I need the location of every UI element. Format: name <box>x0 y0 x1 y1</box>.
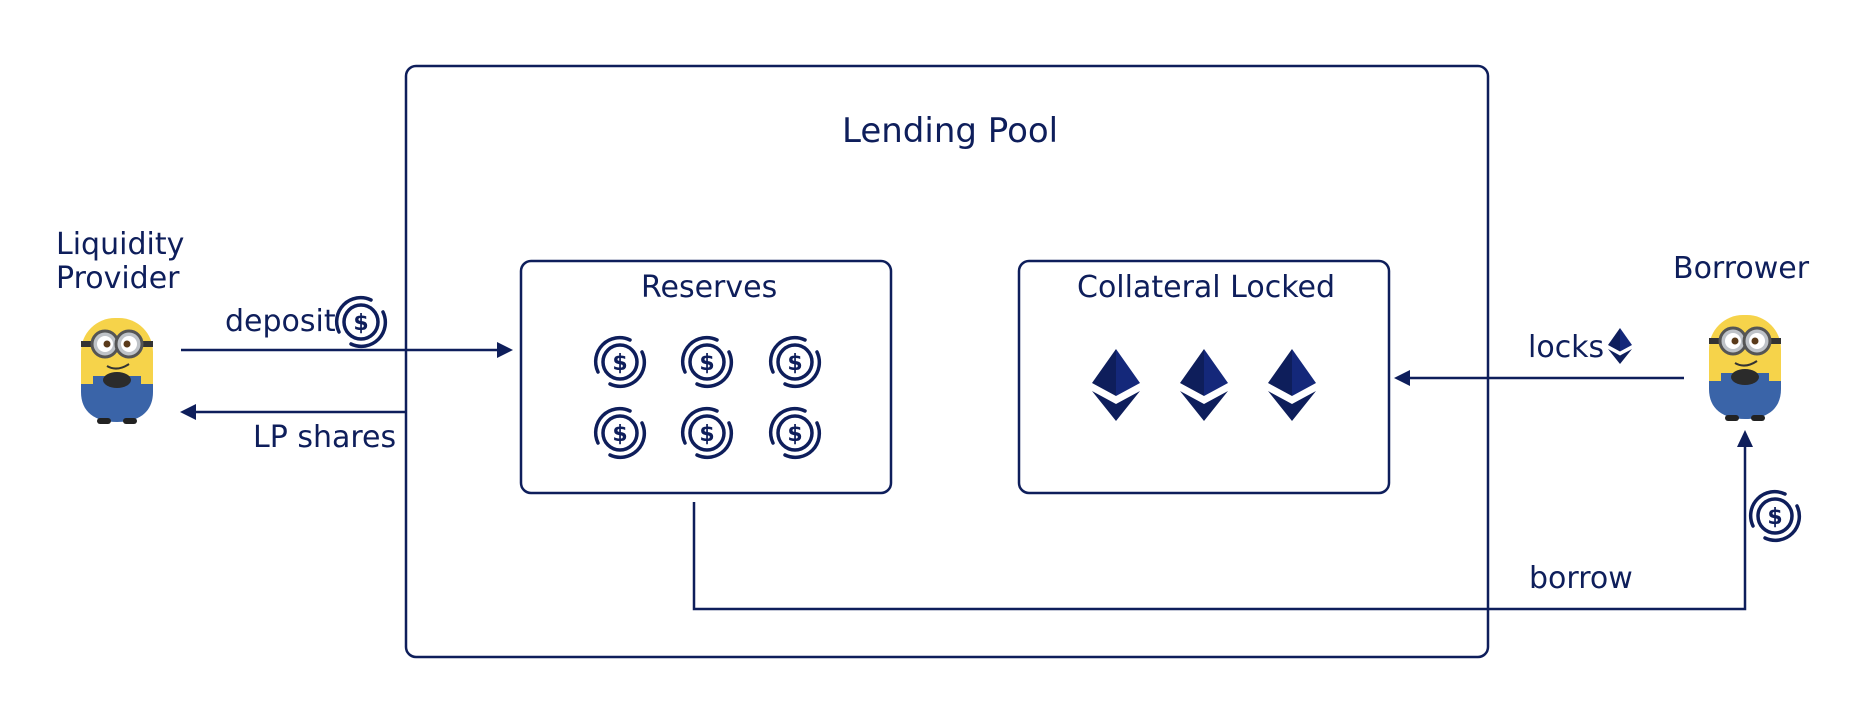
collateral-eth-icon <box>1268 349 1316 421</box>
provider-name-line1: Liquidity <box>56 227 185 262</box>
borrower-name: Borrower <box>1673 251 1810 286</box>
lp-shares-arrowhead <box>180 404 196 420</box>
collateral-box <box>1017 259 1391 495</box>
deposit-coin-icon <box>334 295 388 349</box>
reserves-title: Reserves <box>641 270 778 305</box>
borrow-arrowhead <box>1737 430 1753 447</box>
liquidity-provider-avatar <box>81 318 153 424</box>
reserves-box <box>519 259 893 495</box>
locks-arrowhead <box>1394 370 1410 386</box>
reserve-coin-icon <box>680 335 734 389</box>
reserve-coin-icon <box>593 406 647 460</box>
borrower-avatar <box>1709 315 1781 421</box>
locks-label: locks <box>1528 330 1605 365</box>
reserve-coin-icon <box>680 406 734 460</box>
reserve-coin-icon <box>768 406 822 460</box>
locks-eth-icon <box>1608 328 1632 364</box>
reserve-coin-icon <box>768 335 822 389</box>
provider-name-line2: Provider <box>56 261 180 296</box>
deposit-arrowhead <box>497 342 513 358</box>
collateral-eth-icon <box>1092 349 1140 421</box>
borrow-label: borrow <box>1529 561 1633 596</box>
collateral-eth-icon <box>1180 349 1228 421</box>
lp-shares-label: LP shares <box>253 420 397 455</box>
collateral-title: Collateral Locked <box>1077 270 1336 305</box>
borrow-arrow <box>692 445 1747 611</box>
lending-pool-title: Lending Pool <box>842 111 1059 151</box>
reserve-coin-icon <box>593 335 647 389</box>
borrow-coin-icon <box>1748 489 1802 543</box>
lending-pool-box <box>404 64 1490 659</box>
deposit-label: deposit <box>225 304 336 339</box>
